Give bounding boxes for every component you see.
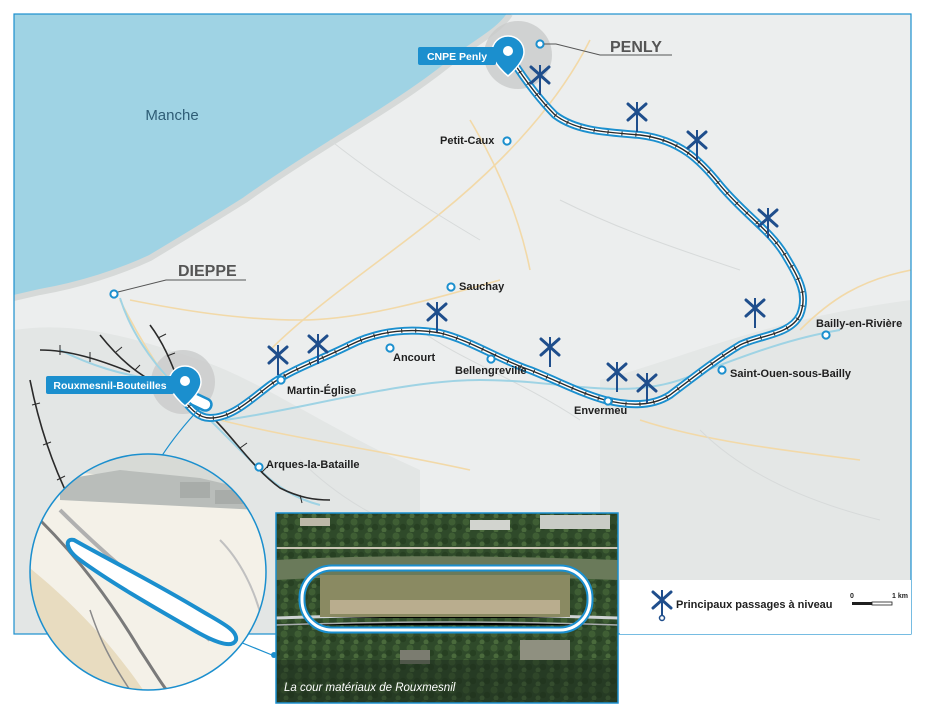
legend: Principaux passages à niveau 0 1 km [620, 580, 911, 634]
pin-label-box [418, 47, 496, 65]
level-crossings [267, 65, 779, 403]
place-label-bellengreville: Bellengreville [455, 365, 527, 377]
place-label-petit-caux: Petit-Caux [440, 135, 495, 147]
pin-rouxmesnil[interactable]: Rouxmesnil-Bouteilles [46, 365, 202, 407]
place-label-bailly: Bailly-en-Rivière [816, 318, 902, 330]
place-dot-envermeu [603, 396, 613, 406]
scale-end: 1 km [892, 593, 908, 600]
level-crossing-icon [307, 334, 329, 364]
inset-yard-loop [65, 537, 239, 647]
place-label-ancourt: Ancourt [393, 352, 436, 364]
scale-start: 0 [850, 593, 854, 600]
level-crossing-icon [426, 302, 448, 332]
level-crossing-icon [744, 298, 766, 328]
photo-caption: La cour matériaux de Rouxmesnil [284, 682, 456, 694]
place-dot-bellengreville [486, 354, 496, 364]
level-crossing-icon [686, 130, 708, 160]
place-dot-martin-eglise [276, 375, 286, 385]
pin-label-cnpe: CNPE Penly [427, 51, 487, 63]
pin-cnpe-penly[interactable]: CNPE Penly [418, 35, 525, 77]
place-dot-saint-ouen [717, 365, 727, 375]
map-frame: Manche PENLY DIEPPE Petit-Caux Sauchay A… [14, 14, 911, 634]
level-crossing-icon [539, 337, 561, 367]
sea-area [14, 14, 510, 298]
level-crossing-icon [626, 102, 648, 132]
level-crossing-icon [757, 208, 779, 238]
aerial-photo: La cour matériaux de Rouxmesnil [275, 512, 619, 704]
pin-label-rouxmesnil: Rouxmesnil-Bouteilles [53, 380, 166, 392]
place-dot-petit-caux [502, 136, 512, 146]
roads [119, 39, 911, 471]
level-crossing-icon [606, 362, 628, 392]
town-label-dieppe: DIEPPE [178, 263, 237, 280]
level-crossing-icon [651, 590, 673, 622]
level-crossing-icon [529, 65, 551, 95]
town-label-penly: PENLY [610, 39, 662, 56]
level-crossing-icon [267, 345, 289, 375]
pin-label-box [46, 376, 174, 394]
rail-route [178, 56, 808, 422]
rail-ticks [31, 333, 303, 504]
place-dot-ancourt [385, 343, 395, 353]
dieppe-leader [117, 279, 246, 293]
place-label-saint-ouen: Saint-Ouen-sous-Bailly [730, 368, 852, 380]
place-label-martin-eglise: Martin-Église [287, 384, 356, 397]
level-crossing-icon [636, 373, 658, 403]
scale-bar: 0 1 km [850, 593, 908, 606]
legend-crossing-label: Principaux passages à niveau [676, 599, 833, 611]
place-label-sauchay: Sauchay [459, 281, 505, 293]
place-dot-bailly [821, 330, 831, 340]
sea-label: Manche [145, 107, 198, 124]
place-label-envermeu: Envermeu [574, 405, 627, 417]
place-dots [109, 39, 831, 472]
place-dot-dieppe [109, 289, 119, 299]
place-label-arques: Arques-la-Bataille [266, 459, 360, 471]
place-dot-arques [254, 462, 264, 472]
penly-leader [544, 43, 672, 56]
place-dot-penly [535, 39, 545, 49]
place-dot-sauchay [446, 282, 456, 292]
